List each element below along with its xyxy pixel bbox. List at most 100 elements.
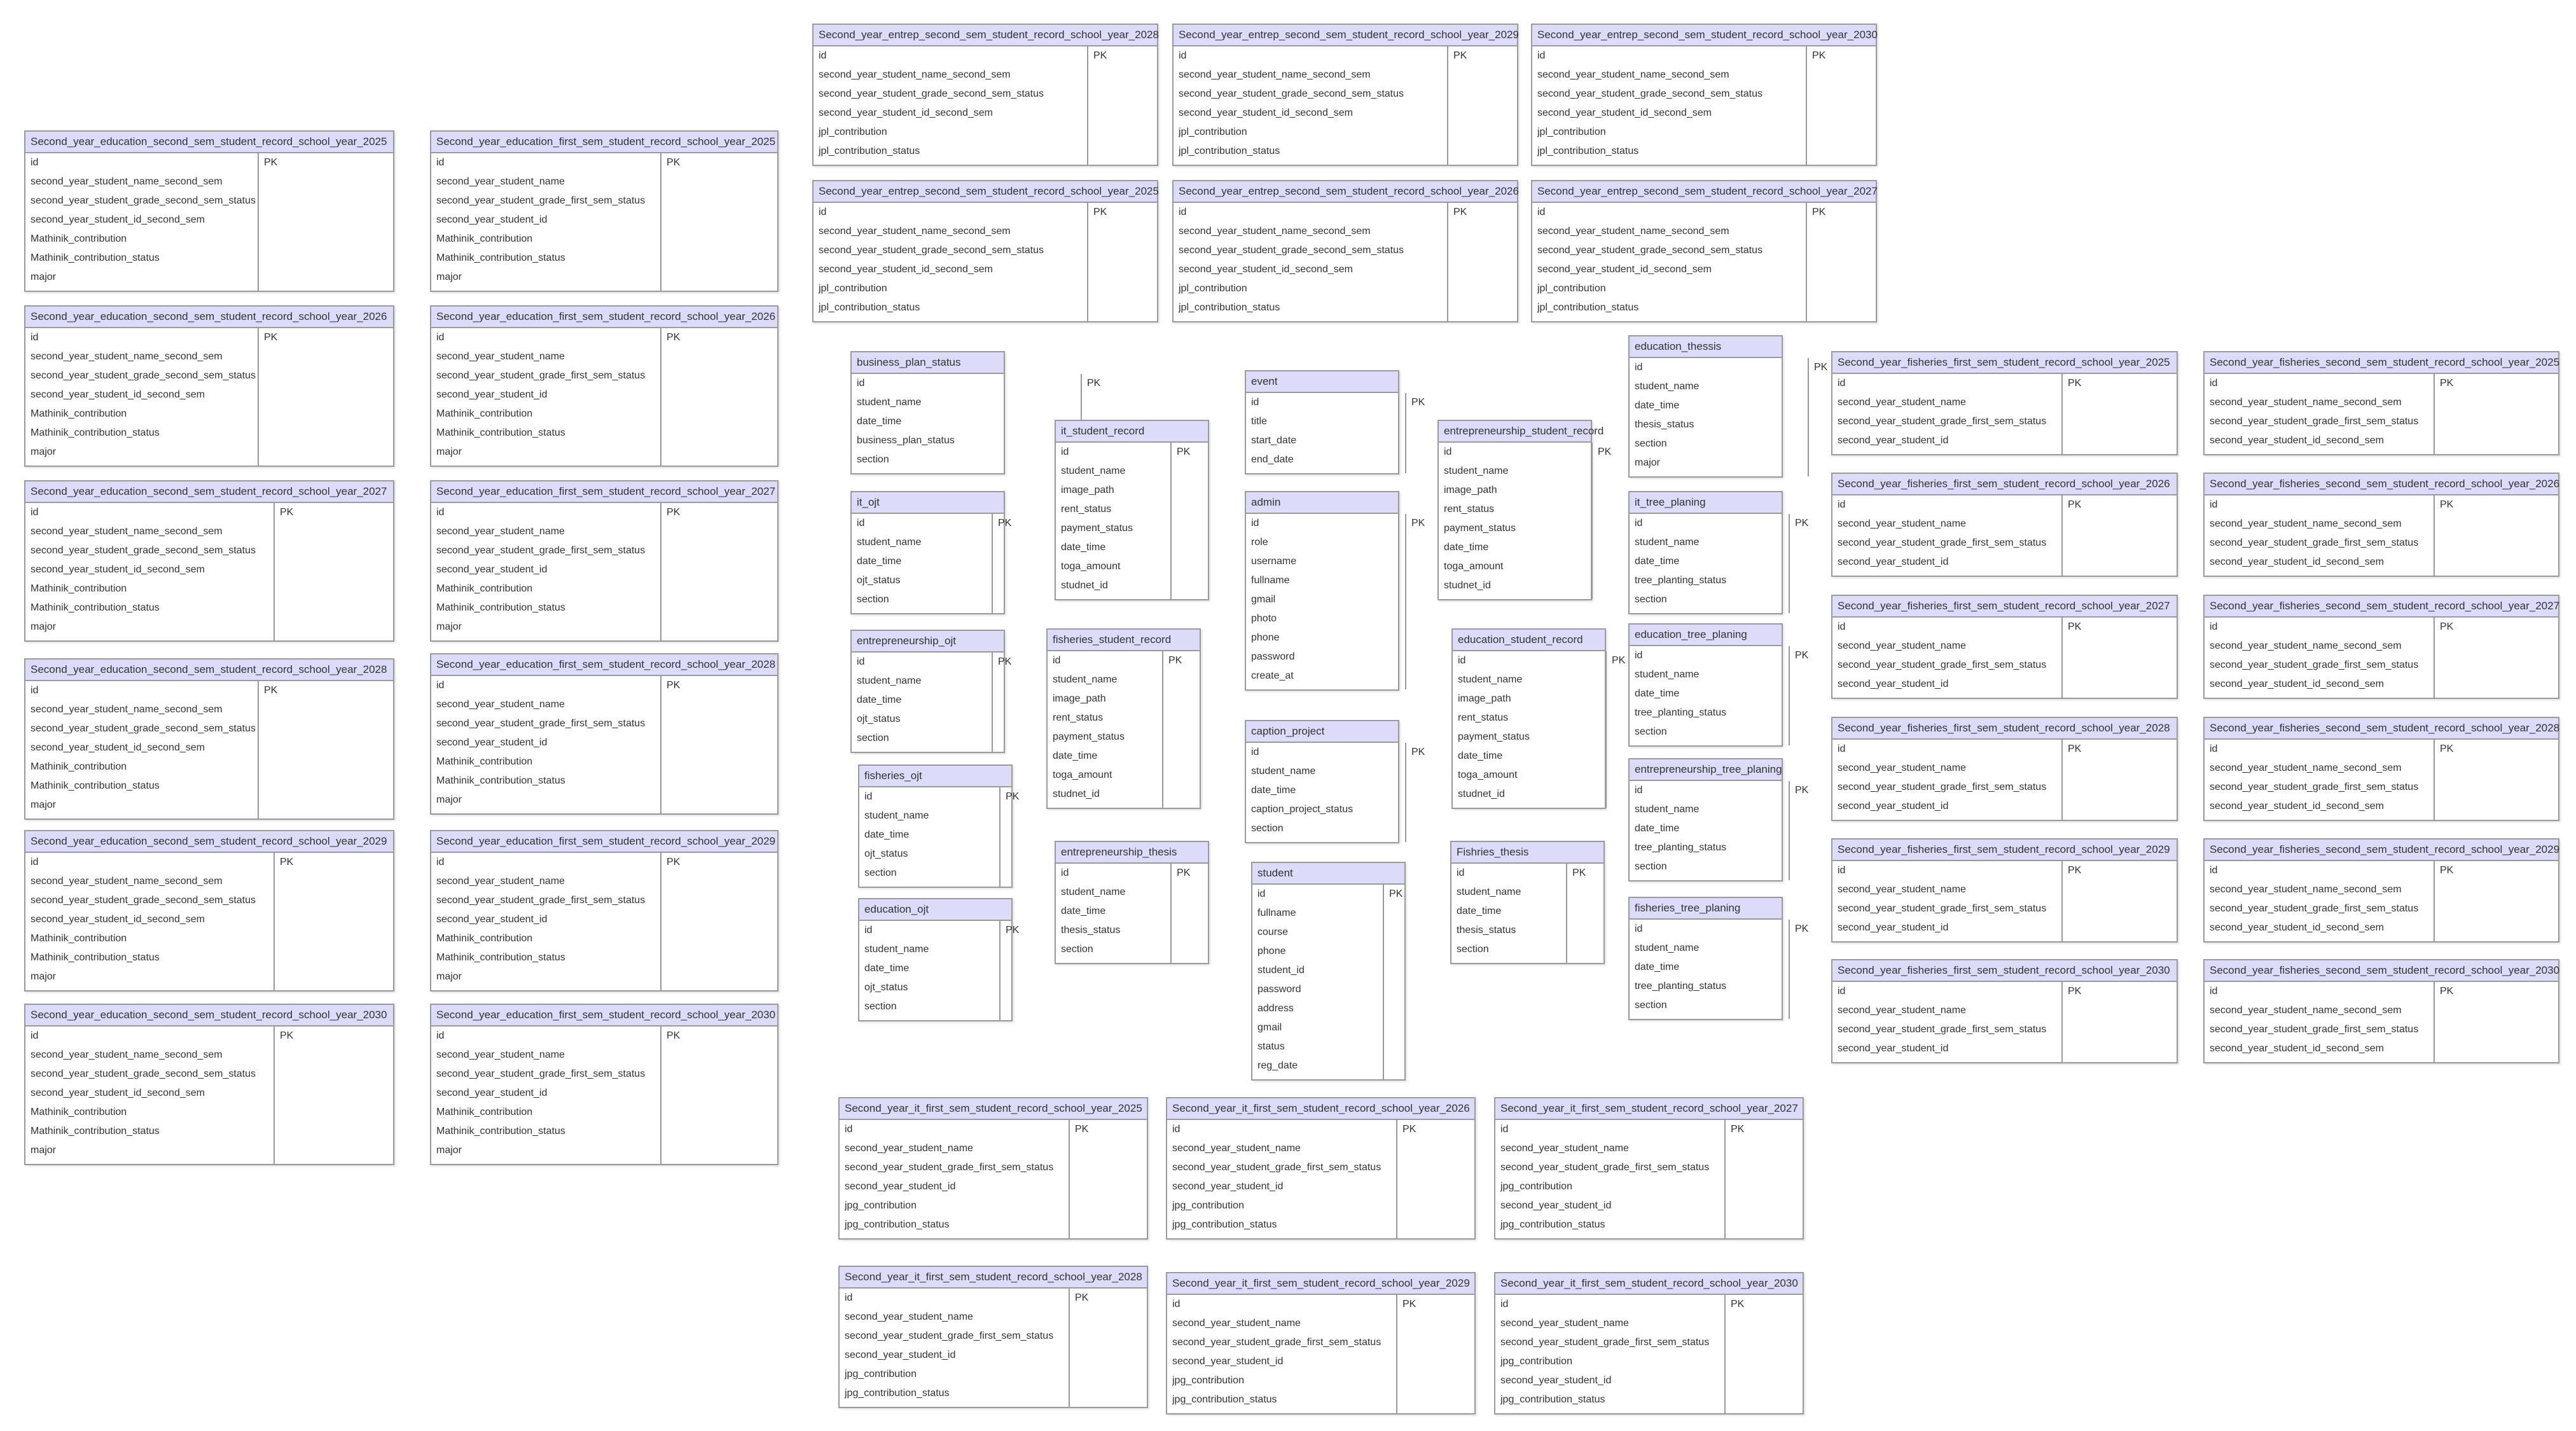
primary-key-label: PK [998, 518, 1012, 529]
field-name: Mathinik_contribution [31, 933, 127, 944]
entity-title: entrepreneurship_tree_planing [1630, 759, 1782, 781]
field-row: section [1630, 722, 1782, 742]
entity-table-second-year-education-first-sem-student-record-school-year-2029[interactable]: Second_year_education_first_sem_student_… [430, 830, 779, 992]
field-row: section [1630, 857, 1782, 876]
entity-table-second-year-education-first-sem-student-record-school-year-2028[interactable]: Second_year_education_first_sem_student_… [430, 653, 779, 815]
entity-table-second-year-fisheries-first-sem-student-record-school-year-2028[interactable]: Second_year_fisheries_first_sem_student_… [1831, 717, 2178, 821]
entity-table-second-year-fisheries-first-sem-student-record-school-year-2027[interactable]: Second_year_fisheries_first_sem_student_… [1831, 595, 2178, 699]
field-row: second_year_student_grade_first_sem_stat… [1832, 899, 2177, 918]
field-row: second_year_student_name_second_sem [1174, 222, 1517, 241]
field-row: studnet_id [1453, 785, 1605, 804]
entity-table-second-year-entrep-second-sem-student-record-school-year-2026[interactable]: Second_year_entrep_second_sem_student_re… [1172, 180, 1519, 322]
entity-table-second-year-entrep-second-sem-student-record-school-year-2025[interactable]: Second_year_entrep_second_sem_student_re… [812, 180, 1159, 322]
entity-table-second-year-education-second-sem-student-record-school-year-2025[interactable]: Second_year_education_second_sem_student… [24, 130, 394, 292]
field-row: end_date [1246, 450, 1398, 469]
field-name: major [436, 446, 462, 457]
column-divider [992, 653, 993, 752]
primary-key-label: PK [264, 157, 278, 168]
entity-table-second-year-fisheries-second-sem-student-record-school-year-2025[interactable]: Second_year_fisheries_second_sem_student… [2203, 351, 2559, 455]
field-name: second_year_student_grade_first_sem_stat… [1838, 782, 2047, 792]
entity-table-second-year-entrep-second-sem-student-record-school-year-2029[interactable]: Second_year_entrep_second_sem_student_re… [1172, 24, 1519, 166]
entity-table-second-year-it-first-sem-student-record-school-year-2027[interactable]: Second_year_it_first_sem_student_record_… [1494, 1097, 1804, 1240]
entity-table-second-year-entrep-second-sem-student-record-school-year-2028[interactable]: Second_year_entrep_second_sem_student_re… [812, 24, 1159, 166]
field-row: date_time [852, 691, 1004, 710]
entity-table-second-year-it-first-sem-student-record-school-year-2025[interactable]: Second_year_it_first_sem_student_record_… [838, 1097, 1148, 1240]
entity-table-second-year-education-first-sem-student-record-school-year-2026[interactable]: Second_year_education_first_sem_student_… [430, 305, 779, 467]
entity-title: entrepreneurship_ojt [852, 631, 1004, 653]
entity-table-second-year-education-first-sem-student-record-school-year-2025[interactable]: Second_year_education_first_sem_student_… [430, 130, 779, 292]
field-name: second_year_student_grade_first_sem_stat… [2210, 782, 2419, 792]
entity-table-second-year-fisheries-second-sem-student-record-school-year-2026[interactable]: Second_year_fisheries_second_sem_student… [2203, 473, 2559, 577]
entity-table-second-year-fisheries-second-sem-student-record-school-year-2027[interactable]: Second_year_fisheries_second_sem_student… [2203, 595, 2559, 699]
primary-key-label: PK [667, 680, 681, 691]
field-row: major [431, 618, 777, 637]
entity-table-second-year-fisheries-first-sem-student-record-school-year-2025[interactable]: Second_year_fisheries_first_sem_student_… [1831, 351, 2178, 455]
entity-table-second-year-education-second-sem-student-record-school-year-2028[interactable]: Second_year_education_second_sem_student… [24, 658, 394, 820]
primary-key-label: PK [1177, 446, 1191, 457]
entity-table-second-year-fisheries-second-sem-student-record-school-year-2029[interactable]: Second_year_fisheries_second_sem_student… [2203, 838, 2559, 943]
field-name: second_year_student_grade_second_sem_sta… [31, 723, 256, 734]
entity-table-second-year-fisheries-first-sem-student-record-school-year-2026[interactable]: Second_year_fisheries_first_sem_student_… [1831, 473, 2178, 577]
field-name: section [864, 868, 897, 878]
field-row: second_year_student_name_second_sem [2205, 759, 2558, 778]
field-name: second_year_student_id [1838, 556, 1949, 567]
entity-table-second-year-education-second-sem-student-record-school-year-2029[interactable]: Second_year_education_second_sem_student… [24, 830, 394, 992]
primary-key-label: PK [1411, 397, 1425, 408]
field-row: date_time [852, 412, 1004, 431]
column-divider [660, 853, 661, 990]
entity-table-second-year-it-first-sem-student-record-school-year-2028[interactable]: Second_year_it_first_sem_student_record_… [838, 1266, 1148, 1408]
field-row: date_time [1246, 781, 1398, 800]
entity-table-second-year-entrep-second-sem-student-record-school-year-2027[interactable]: Second_year_entrep_second_sem_student_re… [1531, 180, 1878, 322]
column-divider [274, 1027, 275, 1164]
field-name: image_path [1444, 485, 1497, 495]
column-divider [2061, 861, 2063, 941]
entity-table-second-year-entrep-second-sem-student-record-school-year-2030[interactable]: Second_year_entrep_second_sem_student_re… [1531, 24, 1878, 166]
entity-table-second-year-fisheries-first-sem-student-record-school-year-2029[interactable]: Second_year_fisheries_first_sem_student_… [1831, 838, 2178, 943]
entity-table-second-year-it-first-sem-student-record-school-year-2029[interactable]: Second_year_it_first_sem_student_record_… [1166, 1272, 1476, 1414]
entity-table-second-year-education-second-sem-student-record-school-year-2026[interactable]: Second_year_education_second_sem_student… [24, 305, 394, 467]
field-row: student_name [1630, 665, 1782, 684]
entity-table-second-year-it-first-sem-student-record-school-year-2030[interactable]: Second_year_it_first_sem_student_record_… [1494, 1272, 1804, 1414]
entity-table-second-year-education-first-sem-student-record-school-year-2027[interactable]: Second_year_education_first_sem_student_… [430, 480, 779, 642]
primary-key-label: PK [2440, 986, 2454, 997]
entity-table-second-year-it-first-sem-student-record-school-year-2026[interactable]: Second_year_it_first_sem_student_record_… [1166, 1097, 1476, 1240]
field-row: student_name [1630, 800, 1782, 819]
field-row: gmail [1246, 590, 1398, 609]
entity-table-second-year-fisheries-second-sem-student-record-school-year-2028[interactable]: Second_year_fisheries_second_sem_student… [2203, 717, 2559, 821]
field-row: second_year_student_name [431, 347, 777, 366]
entity-table-second-year-fisheries-first-sem-student-record-school-year-2030[interactable]: Second_year_fisheries_first_sem_student_… [1831, 959, 2178, 1063]
entity-table-second-year-education-second-sem-student-record-school-year-2027[interactable]: Second_year_education_second_sem_student… [24, 480, 394, 642]
field-row: second_year_student_name_second_sem [814, 222, 1157, 241]
entity-table-second-year-education-second-sem-student-record-school-year-2030[interactable]: Second_year_education_second_sem_student… [24, 1004, 394, 1165]
entity-table-second-year-fisheries-second-sem-student-record-school-year-2030[interactable]: Second_year_fisheries_second_sem_student… [2203, 959, 2559, 1063]
field-row: major [431, 443, 777, 462]
primary-key-label: PK [1814, 362, 1828, 373]
entity-table-second-year-education-first-sem-student-record-school-year-2030[interactable]: Second_year_education_first_sem_student_… [430, 1004, 779, 1165]
